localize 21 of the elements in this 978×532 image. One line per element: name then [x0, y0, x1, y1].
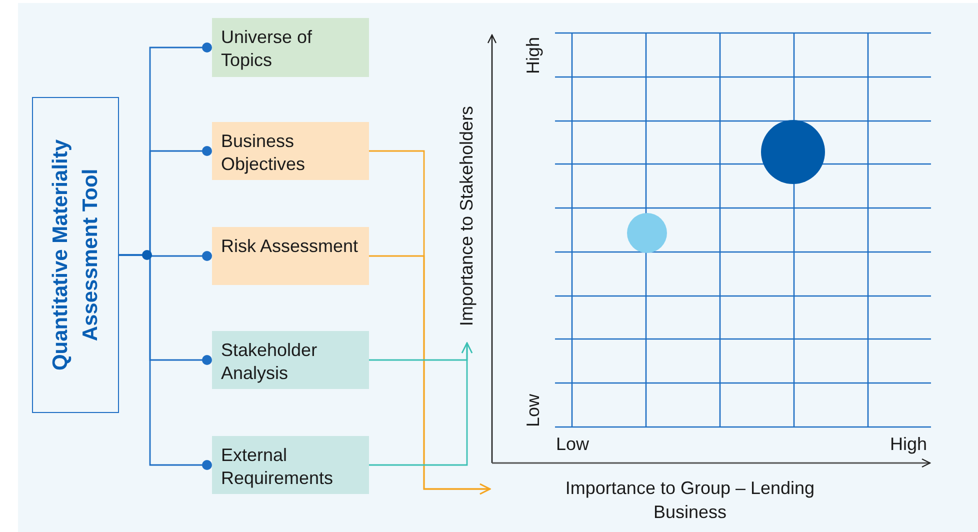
axis-label: Low: [556, 434, 590, 455]
box-label: External Requirements: [221, 444, 334, 490]
connector: [369, 255, 491, 495]
process-box: [212, 436, 369, 494]
process-box: [212, 122, 369, 180]
box-label: Risk Assessment: [221, 235, 360, 258]
process-box: [212, 18, 369, 77]
axis-title-text: Importance to Stakeholders: [455, 104, 478, 328]
box-label: Business Objectives: [221, 130, 306, 176]
axis-label: High: [890, 434, 928, 455]
connector: [119, 254, 212, 470]
title-box: [32, 97, 119, 413]
connector: [369, 342, 473, 466]
box-label: Universe of Topics: [221, 26, 314, 72]
axis-title-text: Importance to Group – Lending Business: [564, 477, 816, 524]
process-box: [212, 227, 369, 285]
axis-label: High: [522, 36, 544, 74]
process-box: [212, 331, 369, 389]
axis-label: Low: [522, 393, 544, 427]
title-text: Quantitative Materiality Assessment Tool: [48, 138, 102, 373]
box-label: Stakeholder Analysis: [221, 339, 318, 385]
